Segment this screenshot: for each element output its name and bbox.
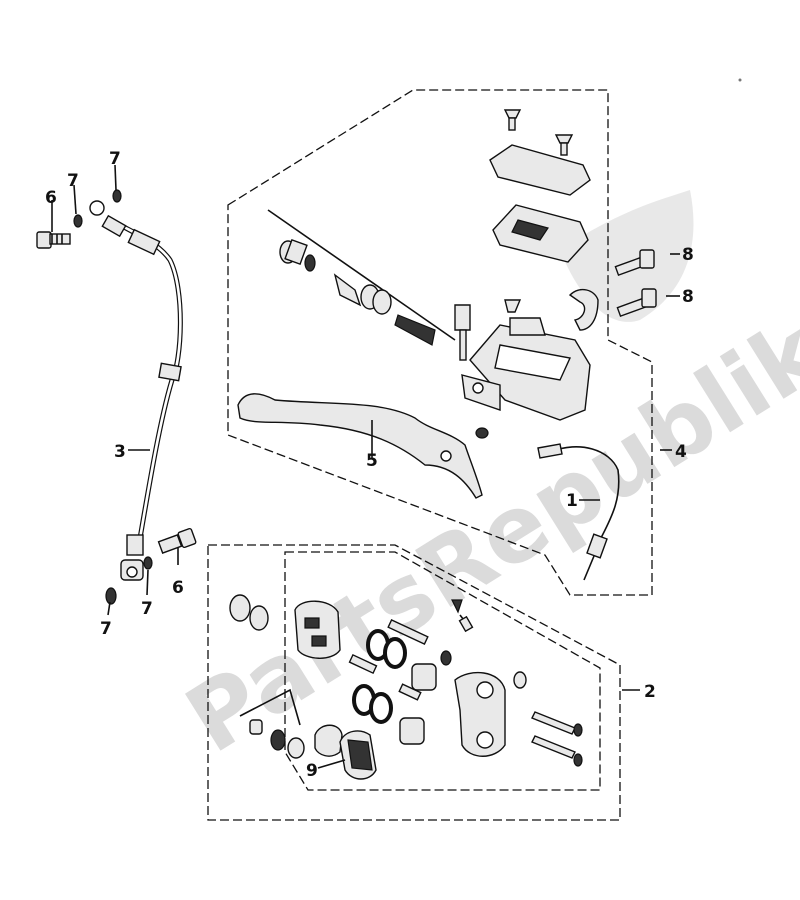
callout-7-middle: 7 <box>141 599 153 619</box>
mirror-clamp <box>568 288 599 331</box>
callout-labels: 1 2 3 4 5 6 6 7 7 7 7 8 8 9 <box>45 149 694 781</box>
reservoir-cap <box>489 144 591 196</box>
bleeder-valve <box>440 599 474 666</box>
mirror-bolts <box>614 249 657 318</box>
leader-lines <box>51 164 680 769</box>
callout-7-top: 7 <box>109 149 121 169</box>
brake-hose <box>89 200 183 581</box>
callout-2: 2 <box>644 682 656 702</box>
callout-6-upper: 6 <box>45 188 57 208</box>
corner-dot <box>738 78 742 82</box>
caliper-boots <box>229 594 269 631</box>
piston-seals <box>352 629 407 724</box>
callout-4: 4 <box>675 442 687 462</box>
pad-pins <box>531 711 583 767</box>
callout-7-lower: 7 <box>100 619 112 639</box>
reservoir-screws <box>503 109 574 156</box>
banjo-fitting <box>504 299 522 313</box>
banjo-bolt-lower <box>157 527 197 554</box>
callout-8-upper: 8 <box>682 245 694 265</box>
lever-nut <box>475 427 489 439</box>
callout-8-lower: 8 <box>682 287 694 307</box>
caliper-pistons <box>399 663 437 745</box>
slide-pins <box>348 618 429 701</box>
master-cylinder-body <box>454 304 591 421</box>
piston-assembly <box>267 209 456 346</box>
caliper-body <box>454 671 527 757</box>
callout-6-lower: 6 <box>172 578 184 598</box>
callout-7-upper: 7 <box>67 171 79 191</box>
caliper-inner-outline <box>284 551 601 791</box>
caliper-bracket <box>294 600 341 659</box>
callout-3: 3 <box>114 442 126 462</box>
brake-lever <box>237 393 483 499</box>
sealing-washers <box>73 189 153 605</box>
brake-light-switch <box>537 443 620 581</box>
master-cylinder-group-outline <box>227 89 653 596</box>
callout-5: 5 <box>366 451 378 471</box>
pad-spring <box>249 719 343 759</box>
brake-pads <box>339 730 377 780</box>
banjo-bolt-upper <box>36 231 71 249</box>
callout-1: 1 <box>566 491 578 511</box>
watermark-logo-icon <box>560 190 694 322</box>
caliper-group-outline <box>207 544 621 821</box>
callout-9: 9 <box>306 761 318 781</box>
